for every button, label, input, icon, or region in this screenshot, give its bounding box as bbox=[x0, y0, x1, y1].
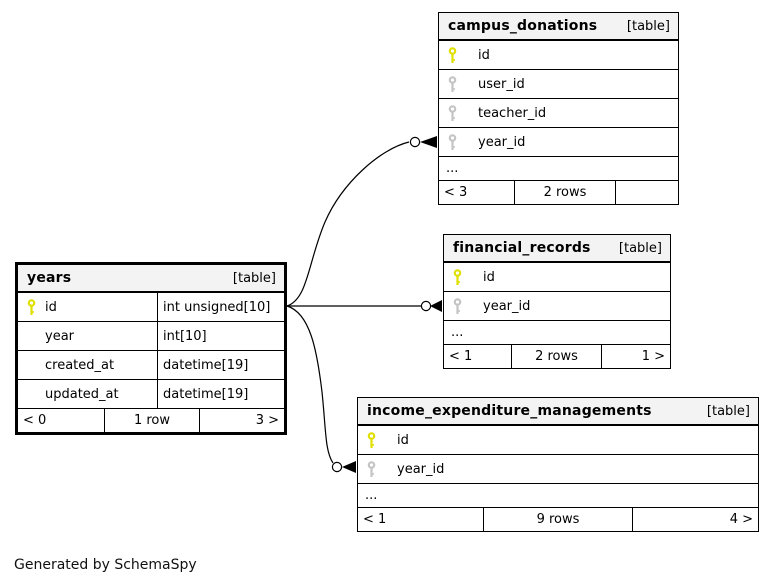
edge-circle-icon bbox=[420, 300, 432, 312]
footer-parents-count: 3 > bbox=[255, 413, 279, 428]
table-kind-label: [table] bbox=[232, 270, 276, 286]
relationship-edge-campus-donations bbox=[286, 136, 437, 307]
foreign-key-icon bbox=[439, 75, 478, 93]
table-node-income-expenditure-managements[interactable]: income_expenditure_managements [table] i… bbox=[357, 397, 759, 532]
column-name: year bbox=[45, 328, 75, 344]
column-type: datetime[19] bbox=[163, 357, 249, 373]
table-header: campus_donations [table] bbox=[439, 13, 678, 41]
column-row-year-id: year_id bbox=[358, 455, 758, 484]
column-name: year_id bbox=[478, 134, 526, 150]
primary-key-icon bbox=[18, 298, 45, 316]
edge-arrowhead-icon bbox=[430, 300, 442, 312]
column-name: year_id bbox=[483, 298, 531, 314]
footer-row-count: 9 rows bbox=[484, 508, 633, 531]
column-name: year_id bbox=[397, 461, 445, 477]
edge-arrowhead-icon bbox=[342, 461, 356, 473]
column-row-id: id int unsigned[10] bbox=[18, 293, 284, 322]
column-name: created_at bbox=[45, 357, 115, 373]
footer-children-count: < 1 bbox=[358, 508, 484, 531]
column-name: user_id bbox=[478, 76, 525, 92]
hidden-columns-ellipsis: ... bbox=[358, 484, 758, 508]
column-name-cell: updated_at bbox=[18, 380, 158, 408]
column-row-id: id bbox=[439, 41, 678, 70]
primary-key-icon bbox=[444, 268, 483, 286]
column-row-id: id bbox=[358, 426, 758, 455]
foreign-key-icon bbox=[444, 297, 483, 315]
table-node-campus-donations[interactable]: campus_donations [table] id user bbox=[438, 12, 679, 205]
table-kind-label: [table] bbox=[706, 403, 750, 419]
table-footer: < 1 9 rows 4 > bbox=[358, 508, 758, 531]
column-type: datetime[19] bbox=[163, 386, 249, 402]
column-row-year-id: year_id bbox=[439, 128, 678, 157]
footer-parents-count: 4 > bbox=[729, 512, 753, 527]
column-row-teacher-id: teacher_id bbox=[439, 99, 678, 128]
table-header: income_expenditure_managements [table] bbox=[358, 398, 758, 426]
footer-row-count: 2 rows bbox=[512, 345, 602, 368]
table-node-years[interactable]: years [table] id int unsigned[10] year bbox=[15, 262, 287, 435]
column-row-id: id bbox=[444, 263, 670, 292]
table-name: income_expenditure_managements bbox=[367, 403, 652, 419]
table-name: financial_records bbox=[453, 240, 591, 256]
foreign-key-icon bbox=[439, 133, 478, 151]
table-kind-label: [table] bbox=[618, 240, 662, 256]
column-row-year: year int[10] bbox=[18, 322, 284, 351]
primary-key-icon bbox=[358, 431, 397, 449]
footer-row-count: 2 rows bbox=[515, 181, 616, 204]
table-footer: < 0 1 row 3 > bbox=[18, 409, 284, 432]
column-name: id bbox=[45, 299, 57, 315]
footer-parents-count bbox=[616, 181, 678, 204]
table-header: financial_records [table] bbox=[444, 235, 670, 263]
footer-children-count: < 3 bbox=[439, 181, 515, 204]
edge-arrowhead-icon bbox=[420, 136, 437, 148]
column-type: int[10] bbox=[163, 328, 207, 344]
column-name: id bbox=[478, 47, 490, 63]
table-node-financial-records[interactable]: financial_records [table] id yea bbox=[443, 234, 671, 369]
column-row-created-at: created_at datetime[19] bbox=[18, 351, 284, 380]
footer-parents-count: 1 > bbox=[641, 349, 665, 364]
table-footer: < 3 2 rows bbox=[439, 181, 678, 204]
table-name: campus_donations bbox=[448, 18, 598, 34]
table-header: years [table] bbox=[18, 265, 284, 293]
foreign-key-icon bbox=[358, 460, 397, 478]
hidden-columns-ellipsis: ... bbox=[444, 321, 670, 345]
foreign-key-icon bbox=[439, 104, 478, 122]
generator-credit: Generated by SchemaSpy bbox=[14, 557, 197, 573]
column-name: id bbox=[397, 432, 409, 448]
column-name: teacher_id bbox=[478, 105, 547, 121]
column-type: int unsigned[10] bbox=[163, 299, 271, 315]
footer-row-count: 1 row bbox=[105, 409, 200, 432]
column-name-cell: id bbox=[18, 293, 158, 321]
primary-key-icon bbox=[439, 46, 478, 64]
column-name: id bbox=[483, 269, 495, 285]
column-row-updated-at: updated_at datetime[19] bbox=[18, 380, 284, 409]
footer-children-count: < 1 bbox=[444, 345, 512, 368]
edge-circle-icon bbox=[409, 136, 421, 148]
column-name: updated_at bbox=[45, 386, 119, 402]
column-row-user-id: user_id bbox=[439, 70, 678, 99]
hidden-columns-ellipsis: ... bbox=[439, 157, 678, 181]
column-name-cell: year bbox=[18, 322, 158, 350]
edge-circle-icon bbox=[331, 461, 343, 473]
footer-children-count: < 0 bbox=[18, 409, 105, 432]
column-row-year-id: year_id bbox=[444, 292, 670, 321]
relationship-edge-income-expenditure bbox=[286, 305, 356, 473]
table-kind-label: [table] bbox=[626, 18, 670, 34]
table-name: years bbox=[27, 270, 72, 286]
table-footer: < 1 2 rows 1 > bbox=[444, 345, 670, 368]
relationship-edge-financial-records bbox=[287, 300, 442, 312]
column-name-cell: created_at bbox=[18, 351, 158, 379]
